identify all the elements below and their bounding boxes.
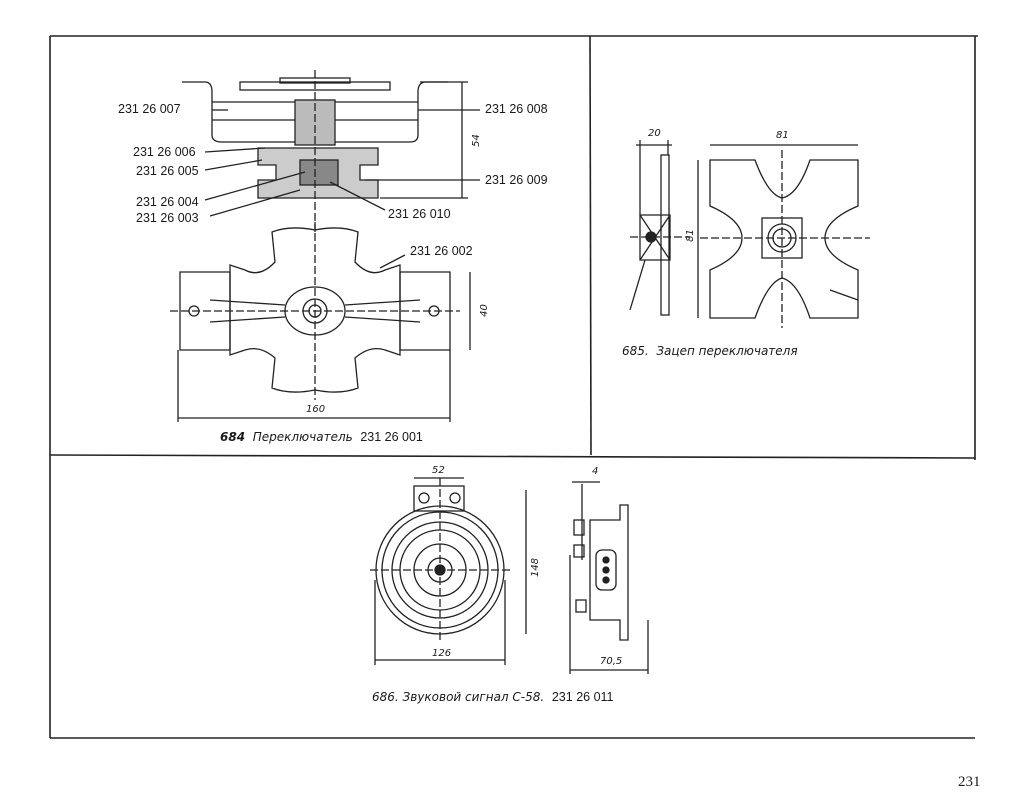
part-label: 231 26 010 <box>388 207 451 221</box>
horn-front-drawing <box>370 477 527 665</box>
part-label: 231 26 003 <box>136 211 199 225</box>
dimension-height: 148 <box>530 557 542 578</box>
switch-section-drawing <box>182 70 480 235</box>
part-label: 231 26 009 <box>485 173 548 187</box>
dimension-width: 81 <box>776 130 789 141</box>
horn-side-drawing <box>569 481 649 674</box>
dimension-plate: 4 <box>592 466 599 477</box>
figure-caption-684: 684 Переключатель 231 26 001 <box>220 430 423 444</box>
part-label: 231 26 004 <box>136 195 199 209</box>
part-label: 231 26 002 <box>410 244 473 258</box>
dimension-thickness: 20 <box>648 128 661 139</box>
dimension-diameter: 126 <box>432 648 452 659</box>
dimension-depth: 70,5 <box>600 656 623 667</box>
dimension-width: 40 <box>478 304 490 317</box>
dimension-length: 160 <box>306 404 326 415</box>
figure-caption-685: 685. Зацеп переключателя <box>622 344 798 358</box>
part-label: 231 26 005 <box>136 164 199 178</box>
part-label: 231 26 008 <box>485 102 548 116</box>
part-label: 231 26 007 <box>118 102 181 116</box>
page-number: 231 <box>958 774 981 790</box>
switch-plan-drawing <box>170 222 471 422</box>
dimension-height: 54 <box>470 134 482 147</box>
hook-drawing <box>629 140 870 328</box>
figure-caption-686: 686. Звуковой сигнал С-58. 231 26 011 <box>372 690 614 704</box>
part-label: 231 26 006 <box>133 145 196 159</box>
page-frame <box>49 35 978 739</box>
dimension-bracket: 52 <box>432 465 445 476</box>
dimension-height: 81 <box>684 229 696 242</box>
